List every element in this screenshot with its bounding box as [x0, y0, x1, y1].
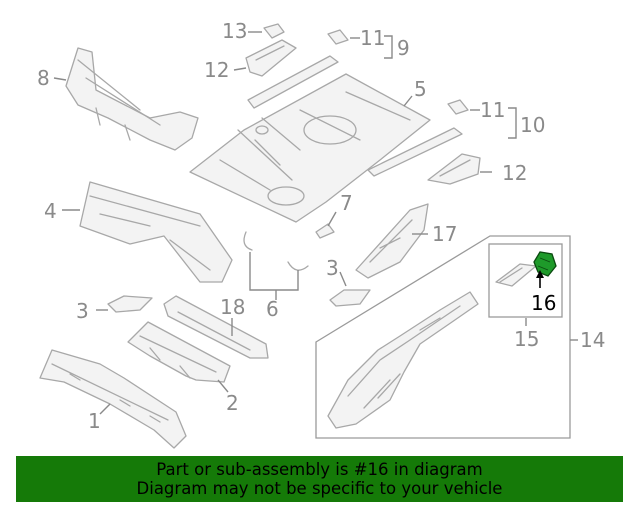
callout-12b[interactable]: 12	[502, 161, 527, 185]
part-3-left	[107, 295, 153, 313]
callout-18[interactable]: 18	[220, 295, 245, 319]
callout-13[interactable]: 13	[222, 19, 247, 43]
part-14-assembly	[327, 291, 479, 429]
callout-3b[interactable]: 3	[326, 256, 339, 280]
part-7	[315, 223, 335, 239]
info-banner: Part or sub-assembly is #16 in diagram D…	[16, 456, 623, 502]
part-13	[263, 23, 285, 39]
callout-17[interactable]: 17	[432, 222, 457, 246]
callout-8[interactable]: 8	[37, 66, 50, 90]
callout-11a[interactable]: 11	[360, 26, 385, 50]
part-9	[247, 55, 339, 109]
callout-15[interactable]: 15	[514, 327, 539, 351]
callout-2[interactable]: 2	[226, 391, 239, 415]
callout-16[interactable]: 16	[531, 291, 556, 315]
part-16-highlight[interactable]	[533, 251, 557, 277]
banner-line-1: Part or sub-assembly is #16 in diagram	[156, 460, 483, 479]
callout-11b[interactable]: 11	[480, 98, 505, 122]
callout-12a[interactable]: 12	[204, 58, 229, 82]
part-12-right	[427, 153, 481, 185]
callout-14[interactable]: 14	[580, 328, 605, 352]
callout-3a[interactable]: 3	[76, 299, 89, 323]
callout-5[interactable]: 5	[414, 77, 427, 101]
callout-10[interactable]: 10	[520, 113, 545, 137]
callout-1[interactable]: 1	[88, 409, 101, 433]
part-18	[163, 295, 269, 359]
part-11-top	[327, 29, 349, 45]
callout-4[interactable]: 4	[44, 199, 57, 223]
part-1	[39, 349, 187, 449]
part-17	[355, 203, 429, 279]
part-5	[189, 73, 431, 223]
part-3-center	[329, 289, 371, 307]
part-8	[65, 47, 199, 151]
banner-line-2: Diagram may not be specific to your vehi…	[136, 479, 503, 498]
callout-9[interactable]: 9	[397, 36, 410, 60]
part-6	[243, 231, 309, 271]
callout-7[interactable]: 7	[340, 191, 353, 215]
part-10	[367, 127, 463, 177]
part-12-top	[245, 39, 297, 77]
callout-6[interactable]: 6	[266, 297, 279, 321]
part-4	[79, 181, 233, 283]
arrow-16-icon	[536, 270, 544, 278]
part-2	[127, 321, 231, 383]
part-11-right	[447, 99, 469, 115]
parts-diagram: 8 13 12 11 9 5 11 10	[37, 19, 605, 449]
